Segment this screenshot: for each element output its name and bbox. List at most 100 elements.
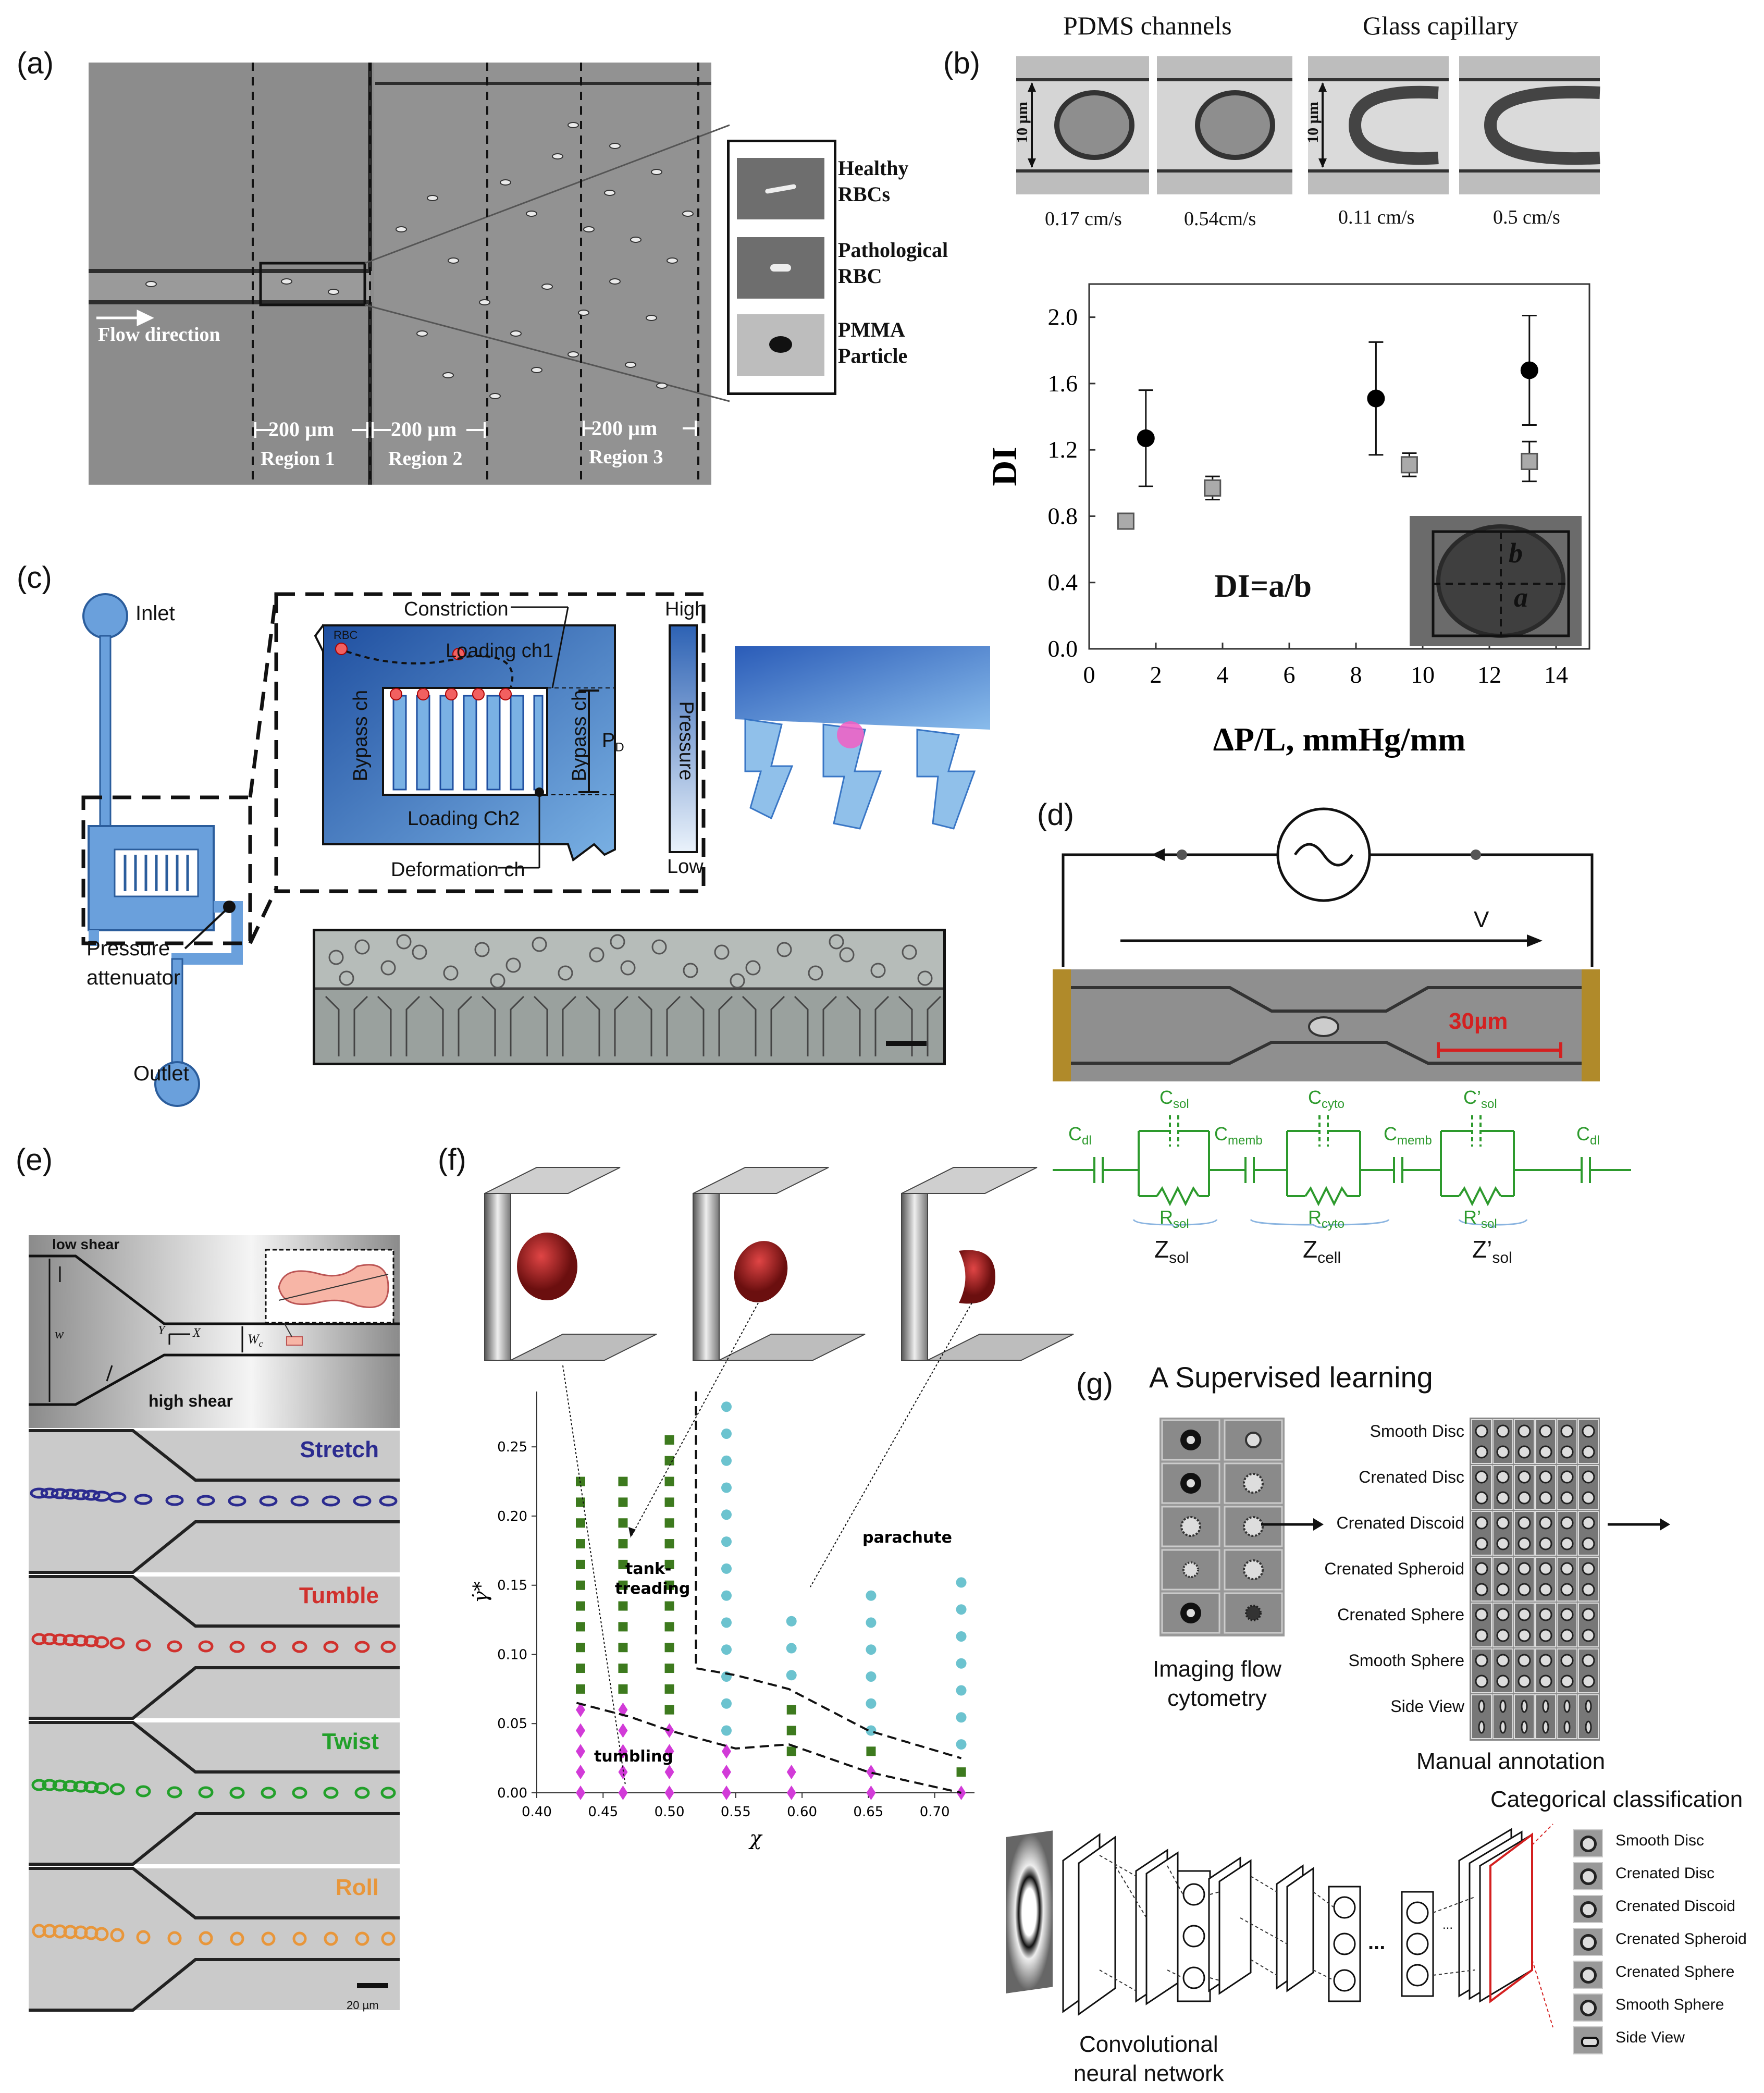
chart-f-tumbling-point — [618, 1765, 628, 1780]
manual-annotation-label: Manual annotation — [1416, 1749, 1606, 1774]
arrow-1 — [1261, 1518, 1324, 1531]
cell-track-marker — [167, 1931, 182, 1946]
region3-label: Region 3 — [589, 446, 663, 468]
outlet-label: Outlet — [133, 1062, 189, 1085]
high-shear-label: high shear — [149, 1392, 233, 1410]
chart-f-tank-point — [664, 1684, 674, 1694]
chart-f-ytick: 0.15 — [497, 1578, 527, 1594]
chart-f-parachute-point — [866, 1590, 877, 1601]
panel-label-e: (e) — [16, 1143, 53, 1177]
chart-f-parachute-point — [721, 1725, 732, 1736]
d-scale-label: 30µm — [1449, 1008, 1508, 1034]
mode-label-twist: Twist — [322, 1729, 379, 1754]
output-class-icon — [1573, 1895, 1603, 1923]
chart-f-parachute-point — [956, 1739, 967, 1750]
annotation-category-label: Crenated Disc — [1359, 1468, 1464, 1486]
panel-label-g: (g) — [1076, 1367, 1113, 1401]
chart-f-tank-point — [576, 1622, 585, 1632]
csol-prime-label: C’sol — [1463, 1087, 1497, 1112]
cell-track-marker — [379, 1495, 398, 1507]
categorical-classification-label: Categorical classification — [1490, 1787, 1743, 1812]
chart-f-tank-point — [786, 1746, 796, 1756]
cell-track-marker — [198, 1786, 214, 1799]
cell-track-marker — [323, 1787, 339, 1799]
region2-label: Region 2 — [388, 448, 463, 470]
chart-f-tank-point — [618, 1476, 628, 1486]
chart-f-tumbling-point — [618, 1786, 628, 1800]
legend-pmma: PMMA Particle — [838, 318, 908, 367]
chart-f-tank-point — [664, 1601, 674, 1611]
chart-b-xtick: 4 — [1217, 661, 1229, 688]
chart-f-parachute-point — [956, 1712, 967, 1723]
glass-images: 10 µm — [1304, 56, 1600, 194]
cell-track-marker — [30, 1487, 48, 1499]
output-class-icon — [1573, 1928, 1603, 1956]
cell-track-marker — [261, 1641, 276, 1653]
chart-f-tank-point — [786, 1726, 796, 1735]
chart-f-parachute-point — [866, 1698, 877, 1709]
zcell-label: Zcell — [1303, 1236, 1341, 1267]
rbc-label: RBC — [334, 629, 358, 642]
chart-f-tumbling-point — [576, 1702, 585, 1717]
cell-track-marker — [52, 1633, 68, 1646]
inset-label-a: a — [1514, 582, 1528, 613]
flow-direction-label: Flow direction — [98, 324, 220, 346]
chart-f-tank-point — [576, 1539, 585, 1549]
cell-track-marker — [380, 1787, 396, 1799]
chart-f-tumbling-point — [664, 1786, 674, 1800]
chart-f-tank-point — [618, 1580, 628, 1590]
cell-track-marker — [196, 1495, 215, 1506]
y-axis-label: Y — [158, 1324, 165, 1337]
speed-3: 0.11 cm/s — [1338, 206, 1415, 228]
chart-f-boundary-upper — [695, 1392, 962, 1759]
header-pdms: PDMS channels — [1063, 11, 1232, 40]
panel-label-b: (b) — [943, 46, 980, 80]
pd-label: PD — [602, 730, 624, 755]
output-class-icon — [1573, 1862, 1603, 1890]
chart-f-parachute-point — [786, 1616, 797, 1627]
chart-f-tumbling-point — [664, 1723, 674, 1738]
pmma-particle-thumb — [737, 314, 824, 376]
mode-label-roll: Roll — [335, 1875, 379, 1900]
chart-f-tumbling-point — [722, 1786, 731, 1800]
cmemb-right-label: Cmemb — [1384, 1123, 1432, 1148]
bypass-right-label: Bypass ch — [569, 690, 591, 782]
chart-f-tumbling-point — [576, 1744, 585, 1759]
wc-label: Wc — [248, 1332, 263, 1349]
chart-f-tank-point — [664, 1705, 674, 1715]
chart-f-tumbling-point — [786, 1786, 796, 1800]
chart-f-tumbling-point — [722, 1744, 731, 1759]
chart-f-parachute-point — [721, 1644, 732, 1655]
cdl-left-label: Cdl — [1068, 1123, 1092, 1148]
chart-f-tumbling-point — [618, 1723, 628, 1738]
cell-track-marker — [229, 1787, 245, 1799]
chart-b-point-square — [1204, 479, 1222, 497]
bypass-left-label: Bypass ch — [350, 690, 372, 782]
chart-b-xtick: 2 — [1150, 661, 1162, 688]
rsol-label: Rsol — [1159, 1206, 1189, 1232]
chart-f-parachute-point — [721, 1617, 732, 1628]
chart-f-tank-point — [866, 1746, 876, 1756]
output-class-label: Smooth Sphere — [1615, 1996, 1724, 2013]
cnn-ellipsis: ... — [1368, 1931, 1386, 1954]
cell-track-marker — [40, 1487, 59, 1499]
cell-track-marker — [228, 1495, 246, 1507]
chart-f-ytick: 0.00 — [497, 1786, 527, 1801]
cell-track-marker — [229, 1641, 245, 1653]
output-class-icon — [1573, 1993, 1603, 2022]
chart-f-tank-point — [664, 1622, 674, 1632]
panel-a-channel — [89, 63, 730, 485]
chart-f-ytick: 0.20 — [497, 1509, 527, 1524]
chart-f-parachute-point — [721, 1455, 732, 1466]
chart-f-xtick: 0.45 — [588, 1804, 618, 1820]
output-class-icon — [1573, 1829, 1603, 1857]
zsol-prime-label: Z’sol — [1472, 1236, 1512, 1267]
panel-label-c: (c) — [17, 561, 52, 595]
cell-track-marker — [108, 1492, 127, 1503]
chart-b-ytick: 1.6 — [1048, 370, 1078, 397]
cell-track-marker — [73, 1780, 89, 1793]
pdms-scale-label: 10 µm — [1013, 102, 1031, 143]
di-inset-image: b a — [1410, 516, 1582, 646]
